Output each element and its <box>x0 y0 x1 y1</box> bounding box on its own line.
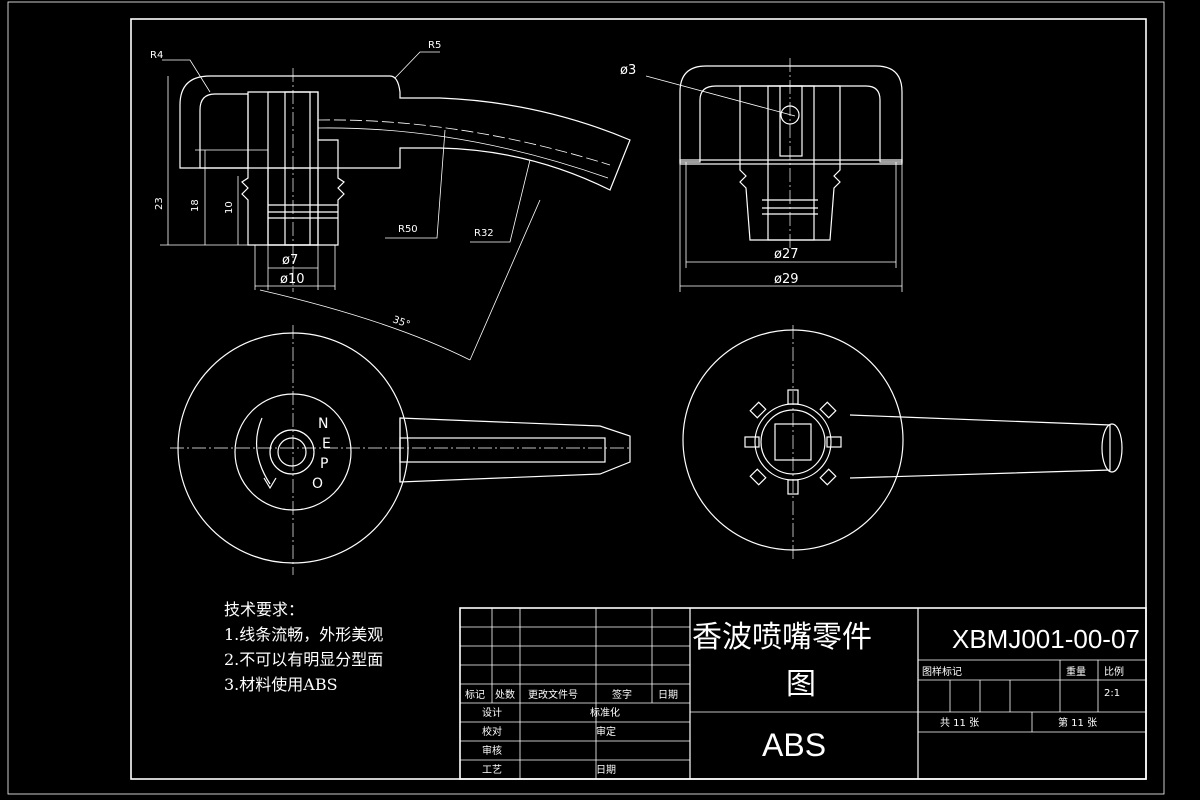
marking-n: N <box>318 416 328 432</box>
marking-o: O <box>312 476 323 492</box>
role-design: 设计 <box>482 706 502 719</box>
approve-label: 审定 <box>596 725 616 738</box>
bottom-view-right <box>682 325 1123 560</box>
note-item-2: 2.不可以有明显分型面 <box>224 650 383 669</box>
outer-border <box>7 1 1165 795</box>
dim-d27: ø27 <box>774 247 799 262</box>
drawing-title-line2: 图 <box>786 667 816 702</box>
role-review: 审核 <box>482 744 502 757</box>
side-stem <box>739 85 841 241</box>
sheet-number: 第 11 张 <box>1058 716 1097 729</box>
spout-channel <box>317 119 611 166</box>
weight-label: 重量 <box>1066 665 1086 678</box>
dim-h18: 18 <box>190 199 201 212</box>
dim-d29: ø29 <box>774 272 799 287</box>
note-item-3: 3.材料使用ABS <box>224 675 338 694</box>
rev-header-date: 日期 <box>658 689 678 701</box>
dim-r5: R5 <box>428 40 441 51</box>
dim-r4: R4 <box>150 50 163 61</box>
marking-e: E <box>322 436 331 452</box>
sheet-total: 共 11 张 <box>940 717 979 729</box>
front-section-view: R4 R5 R50 R32 23 18 10 ø7 ø10 35° <box>150 40 631 361</box>
material-label: ABS <box>762 727 826 763</box>
dim-r50: R50 <box>398 224 418 235</box>
scale-value: 2:1 <box>1104 688 1120 699</box>
rev-header-count: 处数 <box>495 688 515 701</box>
threaded-stem <box>241 167 345 246</box>
notes-heading: 技术要求： <box>224 600 304 619</box>
note-item-1: 1.线条流畅，外形美观 <box>224 625 383 644</box>
drawing-title-line1: 香波喷嘴零件 <box>692 620 872 655</box>
role-process: 工艺 <box>482 764 502 776</box>
spout-plan <box>399 417 631 483</box>
date-label: 日期 <box>596 764 616 776</box>
scale-label: 比例 <box>1104 665 1124 678</box>
rev-header-sign: 签字 <box>612 688 632 701</box>
top-view-left: N E P O <box>170 325 631 575</box>
role-check: 校对 <box>482 725 502 738</box>
cap-inner-left <box>199 93 249 169</box>
stage-label: 图样标记 <box>922 665 962 678</box>
rev-header-mark: 标记 <box>465 689 485 701</box>
dim-r32: R32 <box>474 228 494 239</box>
dim-h23: 23 <box>154 197 165 210</box>
side-cap <box>679 65 903 163</box>
dim-h10: 10 <box>224 201 235 214</box>
dim-d10: ø10 <box>280 272 305 287</box>
rev-header-docno: 更改文件号 <box>528 688 578 701</box>
side-section-view: ø3 ø27 ø29 <box>620 58 903 292</box>
cap-section-left <box>179 75 631 191</box>
drawing-code: XBMJ001-00-07 <box>952 624 1140 654</box>
marking-p: P <box>320 456 328 472</box>
technical-notes: 技术要求： 1.线条流畅，外形美观 2.不可以有明显分型面 3.材料使用ABS <box>224 600 383 694</box>
std-label: 标准化 <box>590 706 620 719</box>
dim-d7: ø7 <box>282 253 298 268</box>
dim-d3: ø3 <box>620 63 636 78</box>
title-block: 标记 处数 更改文件号 签字 日期 设计 校对 审核 工艺 标准化 审定 日期 … <box>459 607 1147 780</box>
